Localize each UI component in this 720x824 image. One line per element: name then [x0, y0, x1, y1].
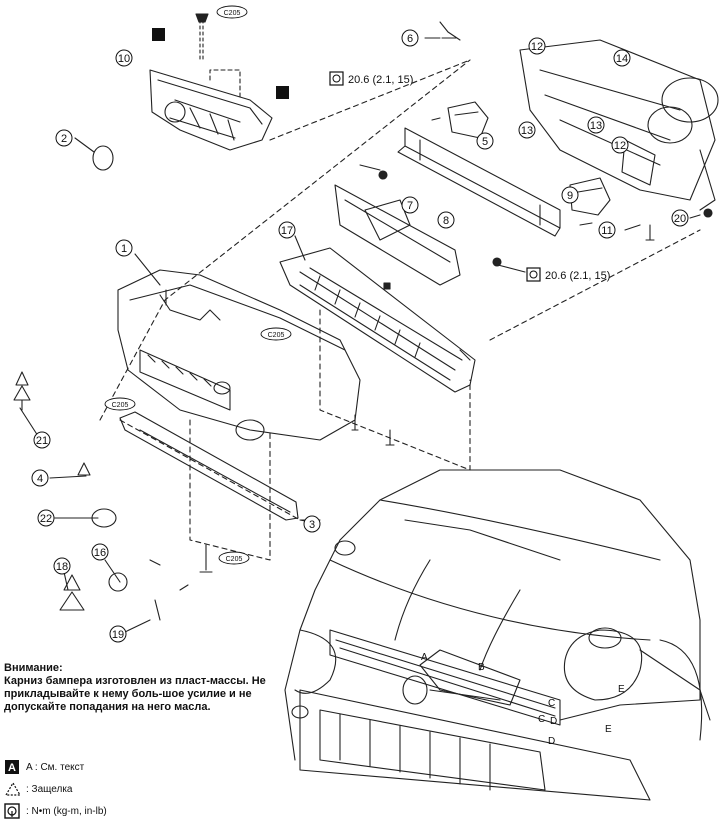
caution-text: Карниз бампера изготовлен из пласт-массы… — [4, 675, 266, 713]
svg-text:13: 13 — [521, 125, 533, 137]
svg-text:17: 17 — [281, 225, 293, 237]
car-point-c: C — [548, 698, 555, 709]
legend-row-clip: : Защелка — [4, 778, 107, 800]
torque-callout-upper: 20.6 (2.1, 15) — [329, 71, 413, 86]
svg-text:14: 14 — [616, 53, 628, 65]
svg-text:A: A — [155, 30, 163, 42]
clip-tag-lower: C205 — [218, 551, 250, 565]
svg-text:1: 1 — [121, 243, 127, 255]
svg-text:A: A — [279, 88, 287, 100]
caution-note: Внимание: Карниз бампера изготовлен из п… — [4, 662, 272, 714]
svg-text:7: 7 — [407, 200, 413, 212]
svg-text:20.6 (2.1, 15): 20.6 (2.1, 15) — [348, 74, 413, 86]
svg-text:2: 2 — [61, 133, 67, 145]
torque-wrench-icon — [4, 803, 20, 819]
callout-18: 18 — [53, 557, 71, 575]
svg-text:A: A — [8, 762, 16, 774]
svg-text:10: 10 — [118, 53, 130, 65]
car-point-c2: C — [538, 714, 545, 725]
svg-text:20: 20 — [674, 213, 686, 225]
clip-tag-upper: C205 — [216, 5, 248, 19]
svg-text:13: 13 — [590, 120, 602, 132]
callout-4: 4 — [31, 469, 49, 487]
callout-22: 22 — [37, 509, 55, 527]
legend-ref-text: A : См. текст — [26, 761, 85, 773]
car-point-labels: A B C D E E C D — [421, 652, 625, 747]
callout-10: 10 — [115, 49, 133, 67]
legend: A A : См. текст : Защелка : N•m (kg-m, i… — [4, 756, 107, 822]
side-bracket-9 — [569, 177, 611, 216]
car-point-d2: D — [550, 716, 557, 727]
legend-clip-text: : Защелка — [26, 783, 73, 795]
callout-3: 3 — [303, 515, 321, 533]
svg-text:21: 21 — [36, 435, 48, 447]
svg-text:19: 19 — [112, 629, 124, 641]
part-2-clip-upper — [74, 137, 114, 171]
callout-7: 7 — [401, 196, 419, 214]
bumper-reinforcement — [397, 127, 561, 237]
svg-text:4: 4 — [37, 473, 43, 485]
callout-13: 13 — [518, 121, 536, 139]
torque-callout-lower: 20.6 (2.1, 15) — [526, 267, 610, 282]
svg-text:11: 11 — [601, 225, 612, 237]
side-bracket-5 — [447, 101, 489, 139]
callout-9: 9 — [561, 186, 579, 204]
legend-torque-text: : N•m (kg-m, in-lb) — [26, 805, 107, 817]
callout-5: 5 — [476, 132, 494, 150]
svg-text:18: 18 — [56, 561, 68, 573]
upper-left-bracket — [149, 13, 273, 151]
callout-12: 12 — [528, 37, 546, 55]
car-point-e: E — [618, 684, 625, 695]
svg-text:5: 5 — [482, 136, 488, 148]
callout-8: 8 — [437, 211, 455, 229]
svg-text:16: 16 — [94, 547, 106, 559]
svg-text:8: 8 — [443, 215, 449, 227]
svg-text:12: 12 — [614, 140, 626, 152]
callout-12b: 12 — [611, 136, 629, 154]
legend-row-ref: A A : См. текст — [4, 756, 107, 778]
clip-tag-left: C205 — [104, 397, 136, 411]
svg-text:C205: C205 — [226, 556, 243, 563]
callout-set: 10 2 6 12 14 13 13 12 5 7 8 9 11 20 17 1… — [31, 29, 689, 643]
svg-text:9: 9 — [567, 190, 573, 202]
svg-text:12: 12 — [531, 41, 543, 53]
radiator-grille — [279, 247, 476, 471]
bumper-lower-molding — [119, 411, 299, 521]
callout-16: 16 — [91, 543, 109, 561]
callout-19: 19 — [109, 625, 127, 643]
reference-marker-icon: A — [5, 760, 19, 774]
callout-1: 1 — [115, 239, 133, 257]
fastener-set — [13, 21, 713, 621]
clip-tag-grille: C205 — [260, 327, 292, 341]
radiator-core-support — [519, 39, 719, 211]
front-bumper-fascia — [117, 269, 361, 561]
car-point-d: D — [548, 736, 555, 747]
car-point-a: A — [421, 652, 428, 663]
callout-11: 11 — [598, 221, 616, 239]
car-point-b: B — [478, 662, 485, 673]
energy-absorber — [334, 184, 461, 286]
car-point-e2: E — [605, 724, 612, 735]
svg-text:C205: C205 — [224, 10, 241, 17]
callout-2: 2 — [55, 129, 73, 147]
callout-21: 21 — [33, 431, 51, 449]
svg-text:6: 6 — [407, 33, 413, 45]
callout-6: 6 — [401, 29, 419, 47]
caution-title: Внимание: — [4, 662, 63, 674]
callout-13b: 13 — [587, 116, 605, 134]
callout-17: 17 — [278, 221, 296, 239]
svg-text:3: 3 — [309, 519, 315, 531]
legend-row-torque: : N•m (kg-m, in-lb) — [4, 800, 107, 822]
svg-text:C205: C205 — [112, 402, 129, 409]
callout-20: 20 — [671, 209, 689, 227]
svg-text:C205: C205 — [268, 332, 285, 339]
clip-triangle-icon — [4, 781, 22, 796]
reference-marker-upper: A — [152, 28, 165, 42]
svg-text:20.6 (2.1, 15): 20.6 (2.1, 15) — [545, 270, 610, 282]
car-front-view — [284, 469, 711, 801]
svg-text:22: 22 — [40, 513, 52, 525]
callout-14: 14 — [613, 49, 631, 67]
reference-marker-right: A — [276, 86, 289, 100]
